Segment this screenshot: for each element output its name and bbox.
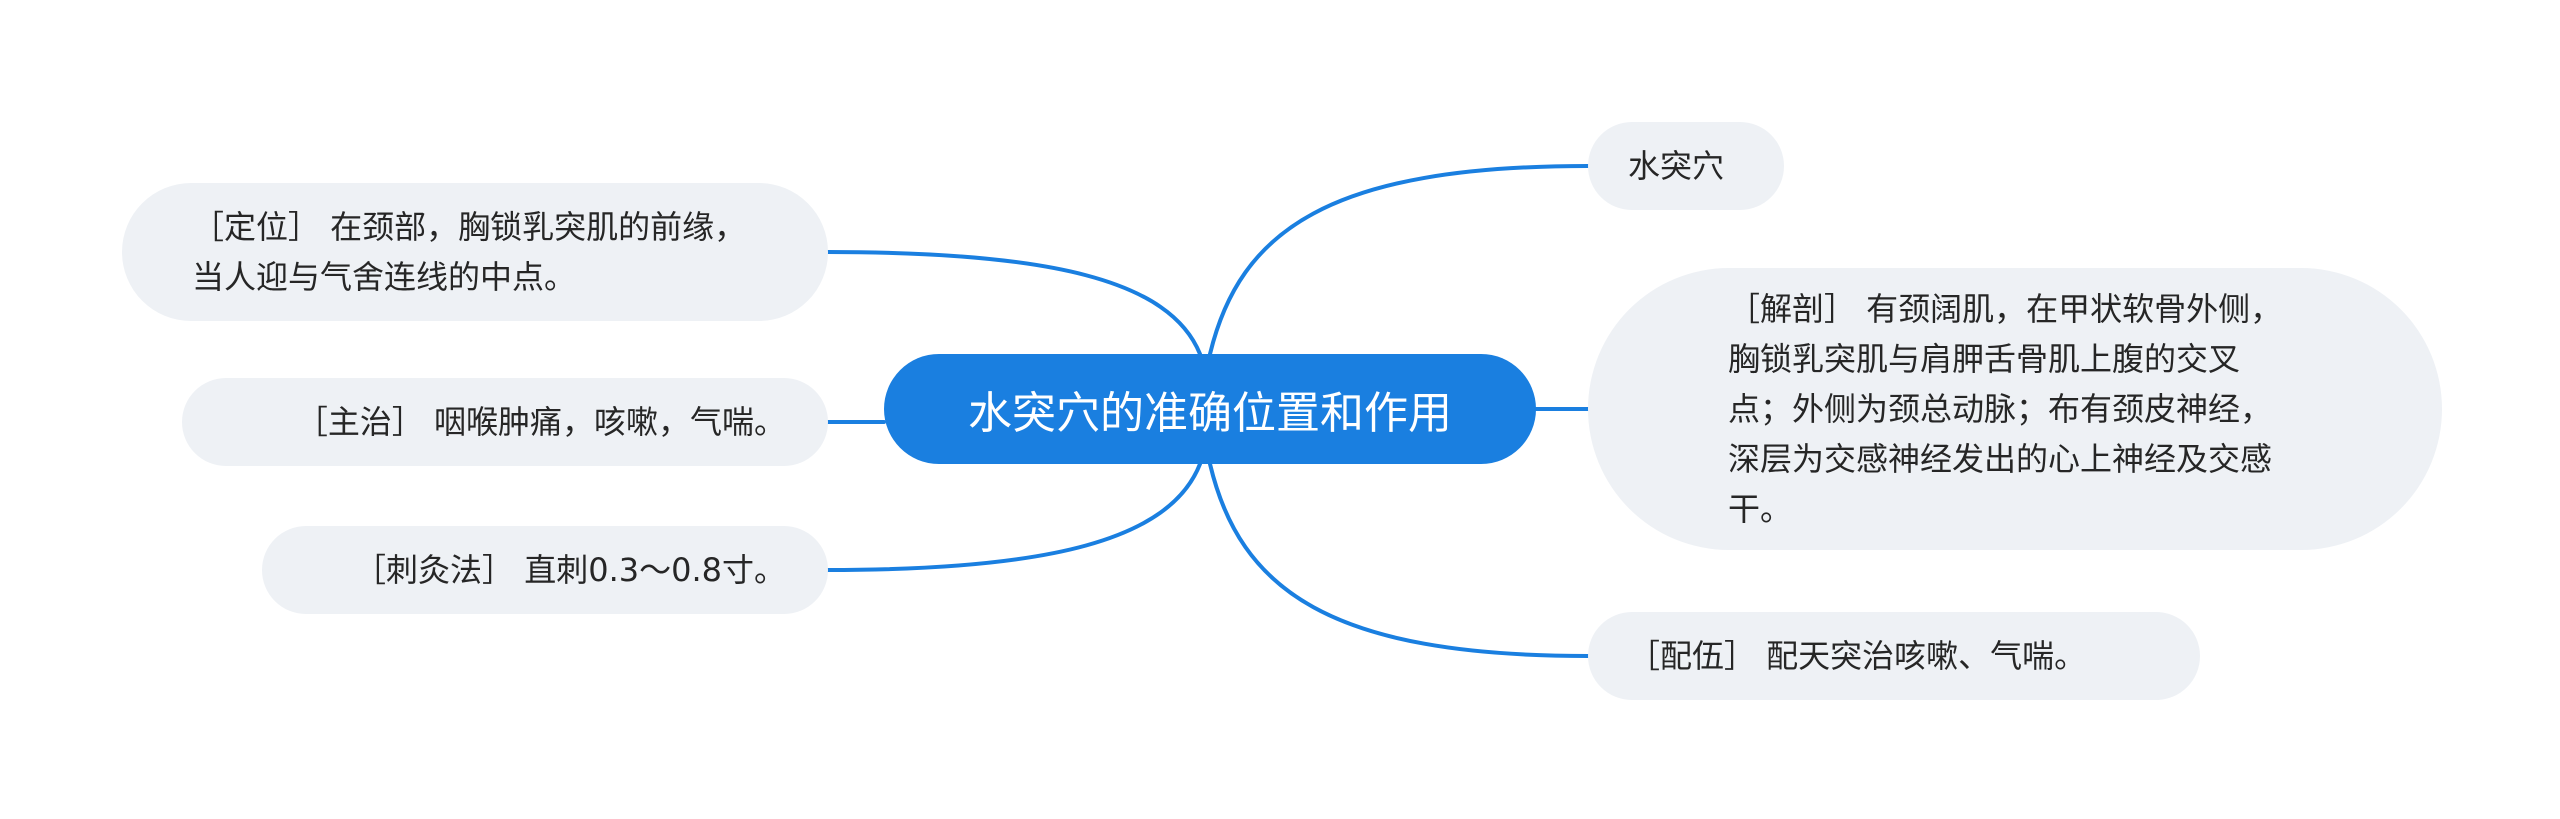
- link-right-1: [1208, 164, 1590, 356]
- topic-right-1[interactable]: 水突穴: [1588, 122, 1784, 210]
- link-left-1: [826, 250, 1202, 356]
- link-left-3: [826, 462, 1202, 572]
- central-topic-label: 水突穴的准确位置和作用: [968, 388, 1452, 439]
- topic-label: ［主治］ 咽喉肿痛，咳嗽，气喘。: [295, 403, 786, 441]
- topic-label: 水突穴: [1628, 147, 1725, 185]
- topic-left-3[interactable]: ［刺灸法］ 直刺0.3～0.8寸。: [262, 526, 828, 614]
- central-topic[interactable]: 水突穴的准确位置和作用: [884, 354, 1536, 464]
- link-right-3: [1208, 462, 1590, 658]
- topic-label: ［定位］ 在颈部，胸锁乳突肌的前缘，当人迎与气舍连线的中点。: [192, 208, 747, 296]
- topic-label: ［刺灸法］ 直刺0.3～0.8寸。: [354, 551, 786, 589]
- topic-left-1[interactable]: ［定位］ 在颈部，胸锁乳突肌的前缘，当人迎与气舍连线的中点。: [122, 183, 828, 321]
- topic-label: ［配伍］ 配天突治咳嗽、气喘。: [1628, 637, 2087, 675]
- topic-left-2[interactable]: ［主治］ 咽喉肿痛，咳嗽，气喘。: [182, 378, 828, 466]
- topic-right-3[interactable]: ［配伍］ 配天突治咳嗽、气喘。: [1588, 612, 2200, 700]
- topic-label: ［解剖］ 有颈阔肌，在甲状软骨外侧，胸锁乳突肌与肩胛舌骨肌上腹的交叉点；外侧为颈…: [1728, 290, 2283, 528]
- topic-right-2[interactable]: ［解剖］ 有颈阔肌，在甲状软骨外侧，胸锁乳突肌与肩胛舌骨肌上腹的交叉点；外侧为颈…: [1588, 268, 2442, 550]
